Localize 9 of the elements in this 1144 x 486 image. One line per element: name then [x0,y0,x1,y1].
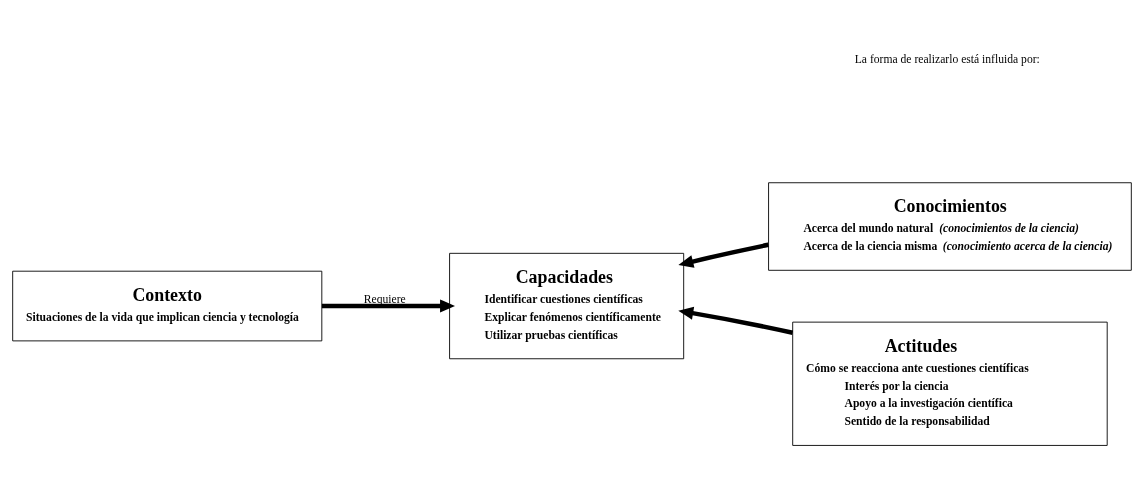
node-box: Contexto Situaciones de la vida que implican ciencia y tecnología [12,270,323,341]
arrow [321,299,455,313]
node-box: Actitudes Cómo se reacciona ante cuestiones científicas Interés por la ciencia Apoyo a la investigación científica Sentido de la responsabilidad [792,321,1108,446]
arrow [678,306,794,335]
arrow [678,242,769,268]
node-box: Conocimientos Acerca del mundo natural (conocimientos de la ciencia) Acerca de la ciencia misma (conocimiento acerca de la ciencia) [768,181,1132,271]
label: La forma de realizarlo está influida por: [854,52,1040,66]
edge-label: Requiere [363,292,406,306]
node-box: Capacidades Identificar cuestiones científicas Explicar fenómenos científicamente Utilizar pruebas científicas [449,252,685,359]
